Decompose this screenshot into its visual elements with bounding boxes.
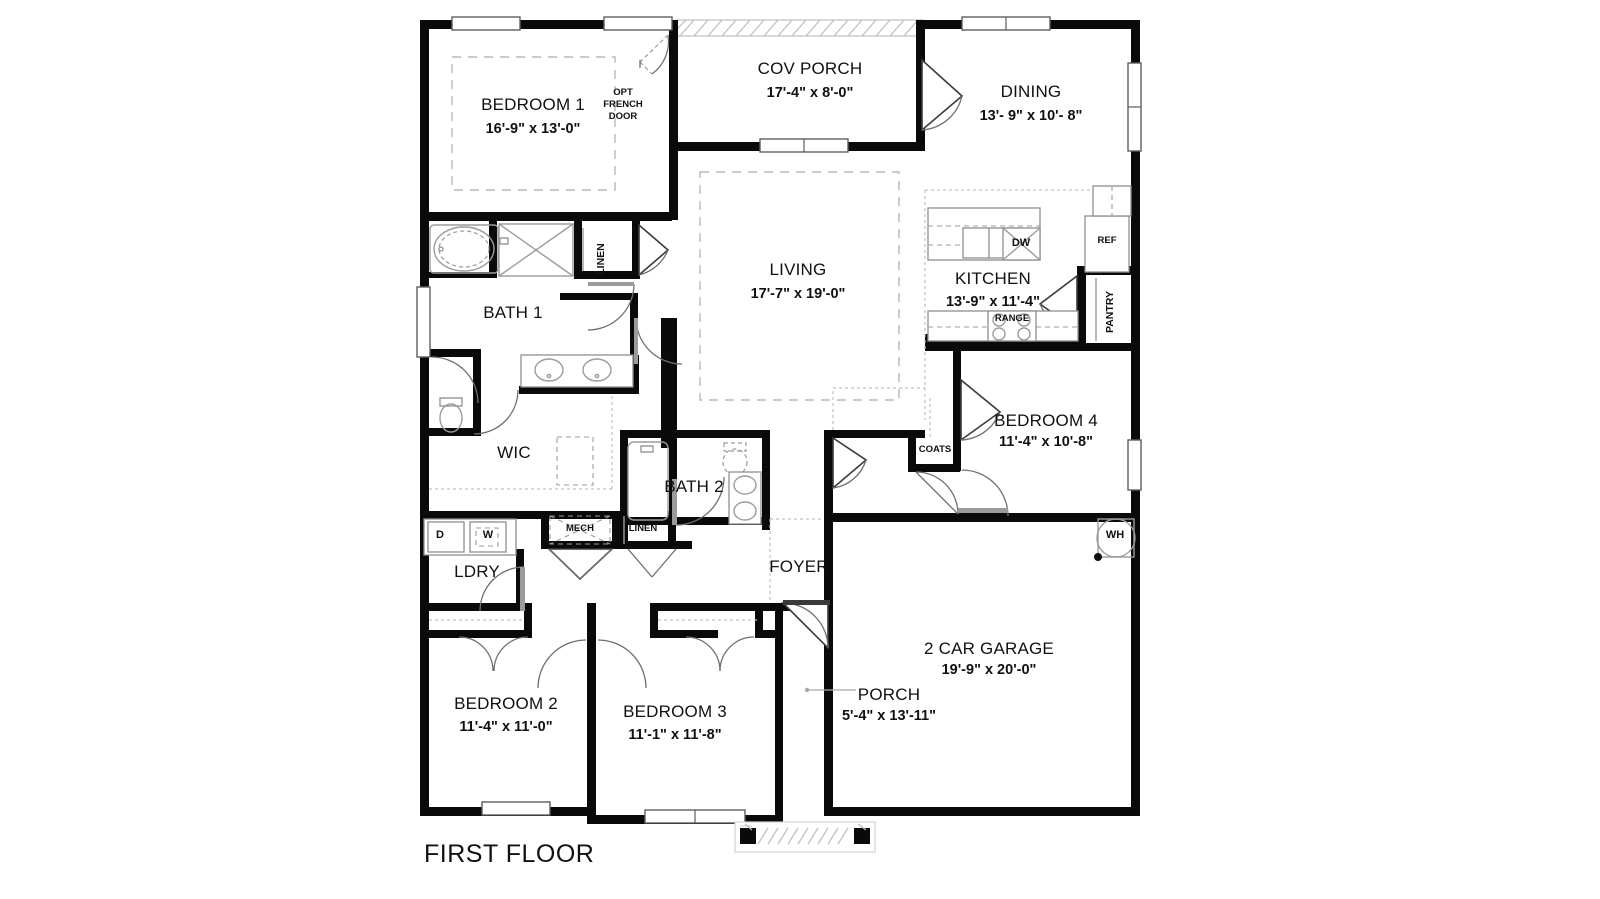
- label-coats: COATS: [919, 444, 952, 455]
- label-wh: WH: [1106, 529, 1124, 541]
- room-label-covporch: COV PORCH 17'-4" x 8'-0": [758, 59, 863, 101]
- label-ref: REF: [1098, 235, 1117, 246]
- room-dimensions: 17'-7" x 19'-0": [751, 286, 846, 302]
- room-name: 2 CAR GARAGE: [924, 639, 1054, 658]
- note-line: FRENCH: [603, 99, 643, 110]
- room-name: BATH 2: [664, 477, 723, 496]
- label-dryer: D: [436, 529, 444, 541]
- note-line: DOOR: [609, 111, 638, 122]
- room-dimensions: 13'-9" x 11'-4": [946, 294, 1040, 310]
- room-label-ldry: LDRY: [454, 562, 500, 581]
- label-dw: DW: [1012, 237, 1031, 249]
- room-dimensions: 13'- 9" x 10'- 8": [980, 108, 1083, 124]
- room-name: LIVING: [770, 260, 827, 279]
- label-mech: MECH: [566, 523, 594, 534]
- room-dimensions: 17'-4" x 8'-0": [767, 85, 854, 101]
- room-name: BEDROOM 1: [481, 95, 585, 114]
- room-labels: BEDROOM 1 16'-9" x 13'-0" COV PORCH 17'-4" …: [454, 59, 1098, 743]
- label-linen1: LINEN: [595, 243, 607, 275]
- cov-porch-roof-hatch: [675, 19, 925, 37]
- label-range: RANGE: [995, 313, 1029, 324]
- room-dimensions: 11'-4" x 11'-0": [459, 719, 552, 735]
- label-linen2: LINEN: [629, 523, 658, 534]
- room-name: KITCHEN: [955, 269, 1031, 288]
- room-name: BATH 1: [483, 303, 542, 322]
- room-label-bedroom3: BEDROOM 3 11'-1" x 11'-8": [623, 702, 727, 743]
- room-name: LDRY: [454, 562, 500, 581]
- room-label-dining: DINING 13'- 9" x 10'- 8": [980, 82, 1083, 124]
- room-dimensions: 11'-4" x 10'-8": [999, 434, 1093, 450]
- page-title: FIRST FLOOR: [424, 840, 594, 868]
- garage-door: [734, 821, 876, 853]
- room-name: BEDROOM 2: [454, 694, 558, 713]
- dashed-ceiling-outlines: [451, 56, 900, 401]
- fixtures: [423, 185, 1136, 621]
- room-dimensions: 11'-1" x 11'-8": [628, 727, 721, 743]
- porch-leader: [804, 687, 856, 693]
- room-label-bedroom2: BEDROOM 2 11'-4" x 11'-0": [454, 694, 558, 735]
- room-label-bath2: BATH 2: [664, 477, 723, 496]
- room-label-wic: WIC: [497, 443, 531, 462]
- room-label-bedroom1: BEDROOM 1 16'-9" x 13'-0": [481, 95, 585, 137]
- room-label-kitchen: KITCHEN 13'-9" x 11'-4": [946, 269, 1040, 310]
- room-dimensions: 19'-9" x 20'-0": [942, 662, 1037, 678]
- note-line: OPT: [613, 87, 633, 98]
- label-washer: W: [483, 529, 494, 541]
- room-label-living: LIVING 17'-7" x 19'-0": [751, 260, 846, 302]
- room-name: BEDROOM 4: [994, 411, 1098, 430]
- room-label-garage: 2 CAR GARAGE 19'-9" x 20'-0": [924, 639, 1054, 678]
- room-name: COV PORCH: [758, 59, 863, 78]
- windows: [416, 16, 1142, 824]
- room-label-porch: PORCH 5'-4" x 13'-11": [842, 685, 936, 724]
- room-name: WIC: [497, 443, 531, 462]
- room-name: PORCH: [858, 685, 920, 704]
- room-dimensions: 16'-9" x 13'-0": [486, 121, 581, 137]
- label-pantry: PANTRY: [1104, 291, 1116, 333]
- room-name: BEDROOM 3: [623, 702, 727, 721]
- room-name: FOYER: [769, 557, 829, 576]
- room-label-bedroom4: BEDROOM 4 11'-4" x 10'-8": [994, 411, 1098, 450]
- room-label-foyer: FOYER: [769, 557, 829, 576]
- room-dimensions: 5'-4" x 13'-11": [842, 708, 936, 724]
- room-label-bath1: BATH 1: [483, 303, 542, 322]
- room-name: DINING: [1001, 82, 1062, 101]
